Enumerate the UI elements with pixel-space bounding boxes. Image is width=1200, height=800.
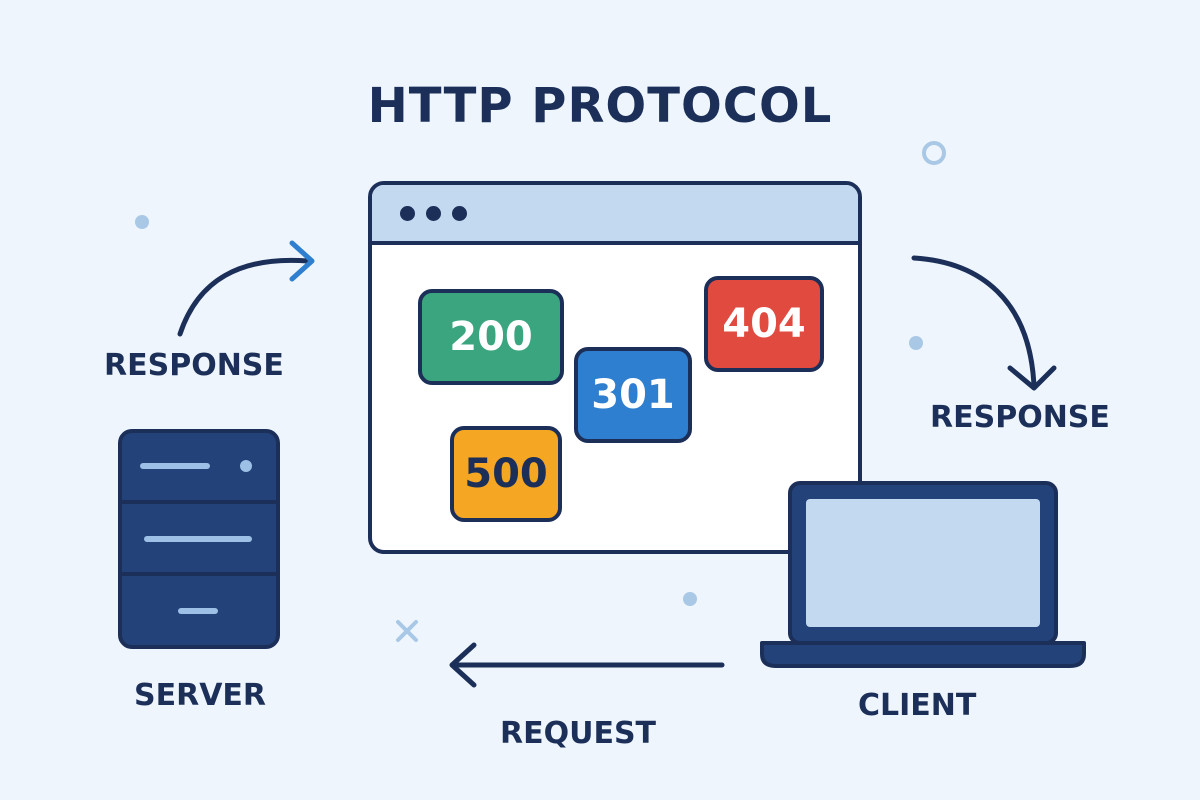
decor-dot: [135, 215, 149, 229]
decor-dot: [683, 592, 697, 606]
client-label: CLIENT: [858, 688, 977, 723]
status-badge-301: 301: [574, 347, 692, 443]
response-label-left: RESPONSE: [104, 348, 284, 383]
status-badge-200: 200: [418, 289, 564, 385]
window-dot-icon: [452, 206, 467, 221]
decor-dot: [909, 336, 923, 350]
status-badge-404: 404: [704, 276, 824, 372]
decor-ring: [922, 141, 946, 165]
window-dot-icon: [400, 206, 415, 221]
response-arrow-left: [177, 240, 315, 337]
response-label-right: RESPONSE: [930, 400, 1110, 435]
browser-title-bar: [372, 185, 858, 245]
laptop-icon: [760, 481, 1086, 668]
decor-cross: [396, 620, 418, 642]
request-arrow: [449, 642, 725, 688]
response-arrow-right: [911, 255, 1057, 391]
server-label: SERVER: [134, 678, 267, 713]
diagram-title: HTTP PROTOCOL: [367, 78, 833, 134]
request-label: REQUEST: [500, 716, 657, 751]
server-icon: [118, 429, 280, 649]
window-dot-icon: [426, 206, 441, 221]
status-badge-500: 500: [450, 426, 562, 522]
